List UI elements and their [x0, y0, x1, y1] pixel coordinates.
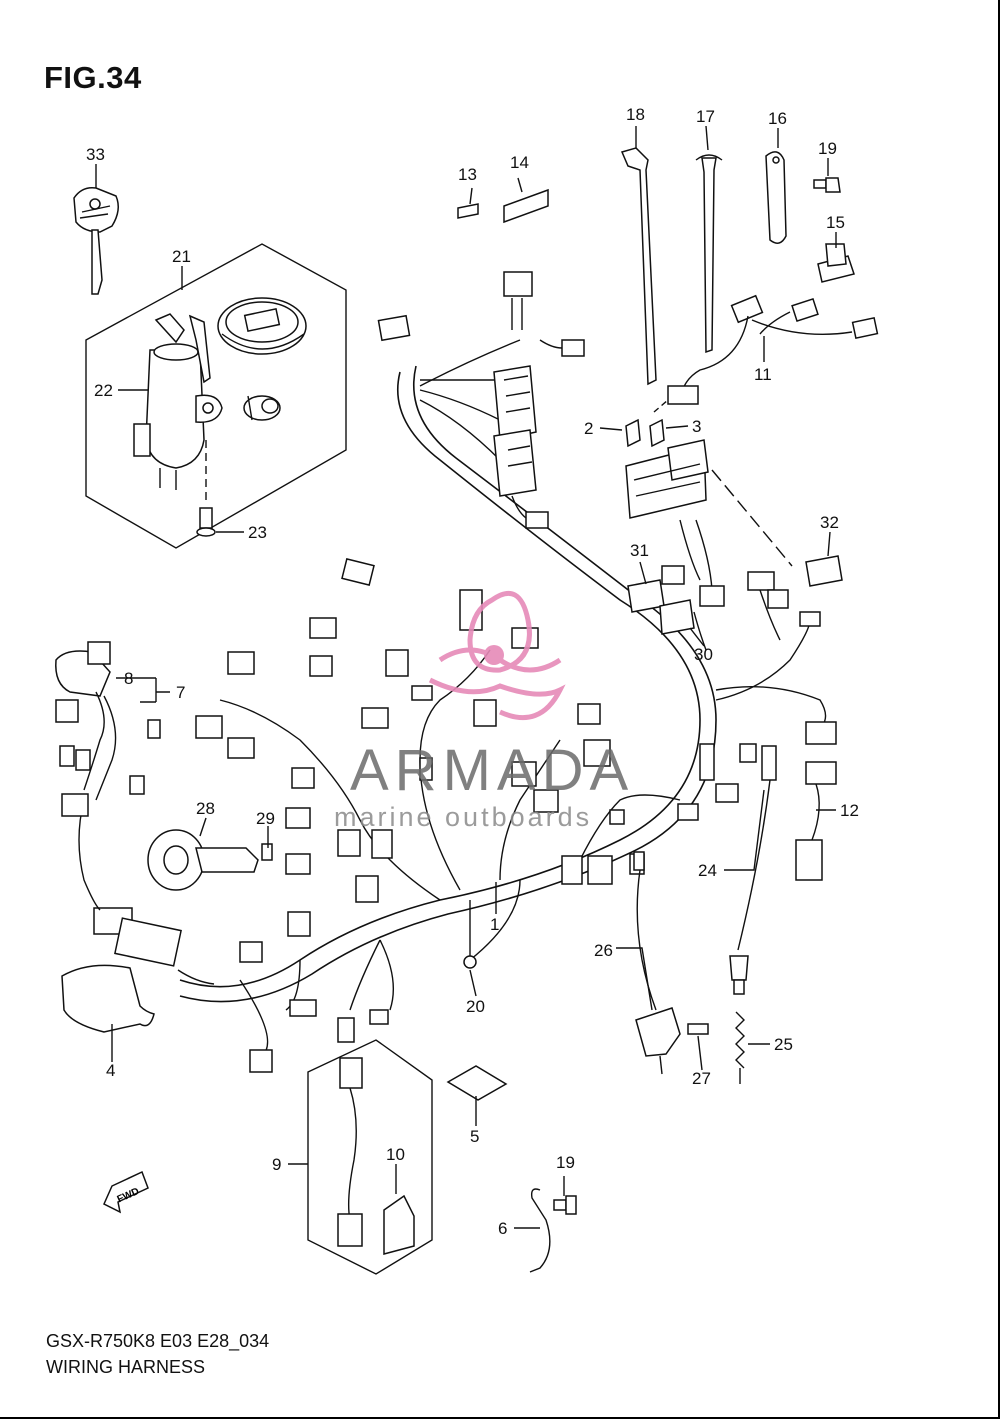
- callout-13: 13: [458, 165, 477, 184]
- clamp-6: [529, 1188, 577, 1273]
- callout-32: 32: [820, 513, 839, 532]
- main-harness: [93, 271, 837, 1073]
- callout-31: 31: [630, 541, 649, 560]
- callout-25: 25: [774, 1035, 793, 1054]
- callout-10: 10: [386, 1145, 405, 1164]
- callout-11: 11: [754, 365, 772, 384]
- plate-5: [446, 1065, 508, 1101]
- ignition-lock-set: [85, 243, 347, 549]
- connector-cover: [61, 964, 155, 1033]
- callout-23: 23: [248, 523, 267, 542]
- watermark-logo-icon: [428, 590, 566, 721]
- callout-16: 16: [768, 109, 787, 128]
- callout-21: 21: [172, 247, 191, 266]
- callout-numbers: 1 2 3 4 5 6 7 8 9 10 11 12 13 14 15 16 1…: [86, 105, 859, 1238]
- sub-harness-12: [795, 761, 837, 881]
- callout-29: 29: [256, 809, 275, 828]
- fuse-box: [625, 439, 793, 591]
- figure-code: GSX-R750K8 E03 E28_034: [46, 1331, 270, 1351]
- callout-33: 33: [86, 145, 105, 164]
- callout-6: 6: [498, 1219, 507, 1238]
- leader-lines: [95, 125, 837, 1229]
- callout-19-bottom: 19: [556, 1153, 575, 1172]
- callout-12: 12: [840, 801, 859, 820]
- callout-15: 15: [826, 213, 845, 232]
- callout-20: 20: [466, 997, 485, 1016]
- callout-1: 1: [490, 915, 499, 934]
- ignition-key: [73, 186, 119, 295]
- sensor-24: [729, 745, 777, 1084]
- horn: [147, 829, 273, 891]
- watermark-tagline: marine outboards: [334, 802, 592, 832]
- callout-14: 14: [510, 153, 529, 172]
- fwd-arrow-icon: FWD: [103, 1170, 149, 1214]
- callout-9: 9: [272, 1155, 281, 1174]
- figure-name: WIRING HARNESS: [46, 1357, 206, 1377]
- switch-26: [633, 851, 709, 1075]
- callout-26: 26: [594, 941, 613, 960]
- figure-title: FIG.34: [44, 60, 142, 95]
- callout-27: 27: [692, 1069, 711, 1088]
- callout-24: 24: [698, 861, 717, 880]
- callout-4: 4: [106, 1061, 115, 1080]
- callout-8: 8: [124, 669, 133, 688]
- sub-harness-7: [55, 641, 161, 911]
- callout-30: 30: [694, 645, 713, 664]
- label-stickers: [457, 188, 549, 224]
- kit-9: [307, 1039, 433, 1275]
- watermark-brand: ARMADA: [350, 738, 634, 803]
- callout-17: 17: [696, 107, 715, 126]
- callout-7: 7: [176, 683, 185, 702]
- relays: [627, 555, 843, 651]
- callout-18: 18: [626, 105, 645, 124]
- callout-5: 5: [470, 1127, 479, 1146]
- callout-3: 3: [692, 417, 701, 436]
- callout-19-top: 19: [818, 139, 837, 158]
- callout-28: 28: [196, 799, 215, 818]
- callout-2: 2: [584, 419, 593, 438]
- callout-22: 22: [94, 381, 113, 400]
- cable-ties-and-clamps: [620, 147, 855, 386]
- sub-harness-11: [653, 294, 879, 413]
- fuses: [625, 418, 665, 448]
